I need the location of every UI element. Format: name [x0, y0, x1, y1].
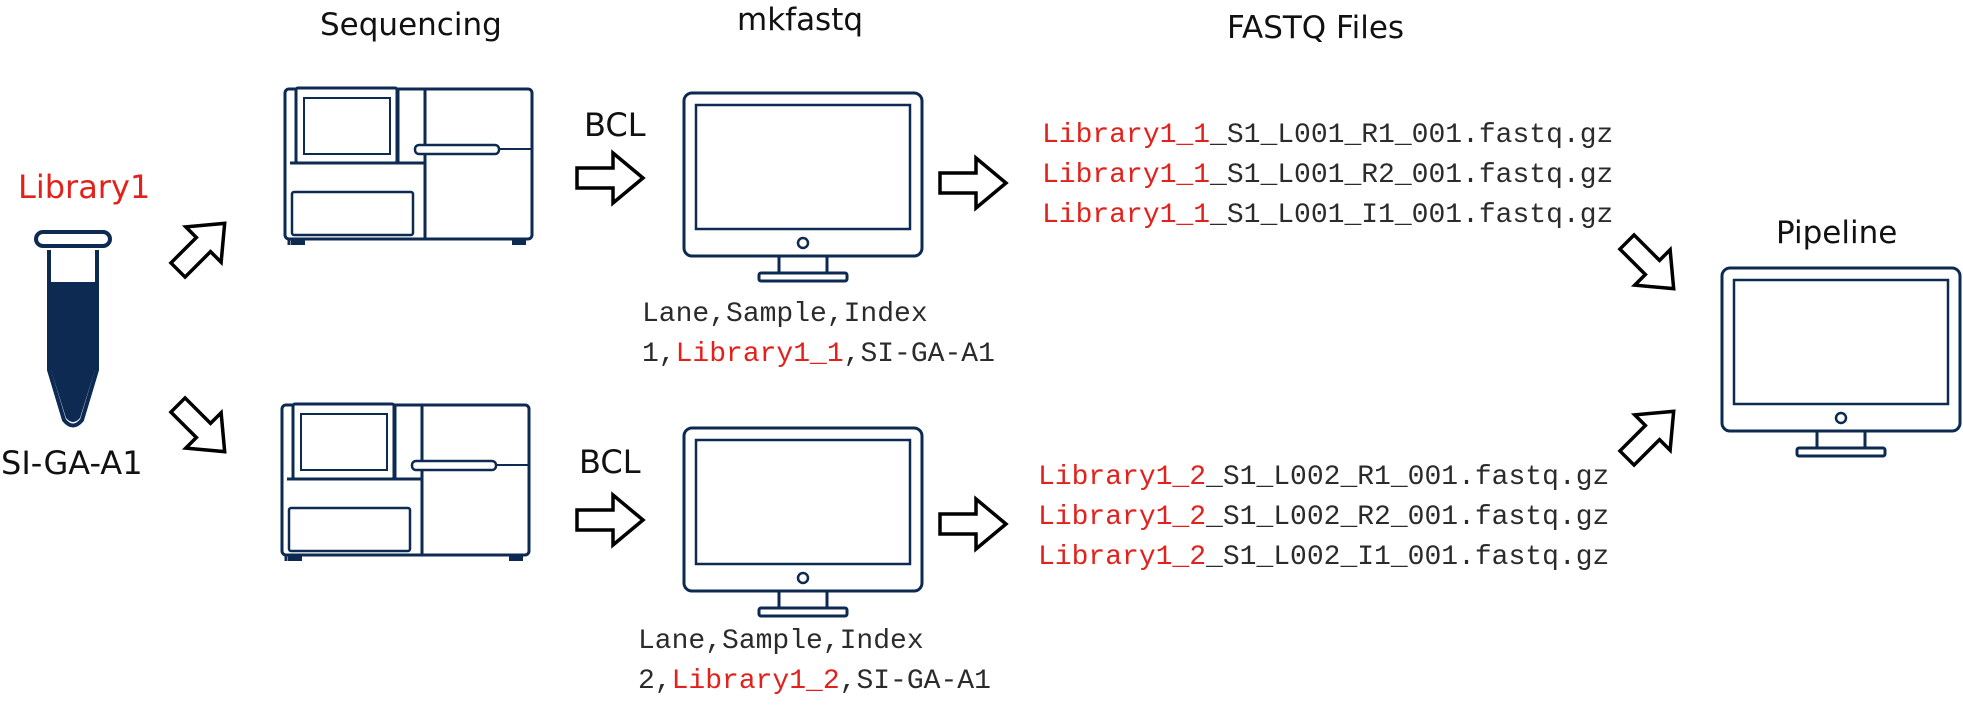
fastq-file-bottom-r1: Library1_2_S1_L002_R1_001.fastq.gz [1038, 464, 1609, 492]
fastq-file-top-r1: Library1_1_S1_L001_R1_001.fastq.gz [1042, 122, 1613, 150]
fastq-sample-name: Library1_1 [1042, 200, 1211, 231]
fastq-sample-name: Library1_2 [1038, 542, 1207, 573]
fastq-file-suffix: _S1_L001_R2_001.fastq.gz [1210, 160, 1614, 191]
library-index-label: SI-GA-A1 [1, 444, 143, 482]
samplesheet-top-row: 1,Library1_1,SI-GA-A1 [642, 341, 995, 369]
samplesheet-bottom-row: 2,Library1_2,SI-GA-A1 [638, 668, 991, 696]
bcl-label-bottom: BCL [579, 443, 641, 481]
samplesheet-top-lane: 1, [642, 339, 676, 370]
fastq-file-top-r2: Library1_1_S1_L001_R2_001.fastq.gz [1042, 162, 1613, 190]
arrow-icon-mkfastq-top [938, 156, 1008, 210]
heading-pipeline: Pipeline [1776, 215, 1898, 251]
monitor-icon-bottom [682, 426, 924, 618]
arrow-icon-tube-to-bottom [158, 385, 245, 472]
monitor-icon-top [682, 91, 924, 283]
fastq-file-suffix: _S1_L002_R2_001.fastq.gz [1206, 502, 1610, 533]
heading-fastq-files: FASTQ Files [1227, 10, 1405, 46]
arrow-icon-fastq-bottom-to-pipeline [1607, 391, 1694, 478]
sequencer-icon-bottom [280, 402, 531, 563]
fastq-file-suffix: _S1_L002_I1_001.fastq.gz [1206, 542, 1610, 573]
fastq-file-suffix: _S1_L002_R1_001.fastq.gz [1206, 462, 1610, 493]
arrow-icon-tube-to-top [158, 203, 245, 290]
sample-tube-icon [34, 230, 112, 428]
arrow-icon-bcl-bottom [575, 493, 645, 547]
heading-sequencing: Sequencing [320, 7, 502, 43]
fastq-sample-name: Library1_1 [1042, 160, 1211, 191]
fastq-file-suffix: _S1_L001_R1_001.fastq.gz [1210, 120, 1614, 151]
samplesheet-top-index: ,SI-GA-A1 [843, 339, 995, 370]
fastq-file-bottom-r2: Library1_2_S1_L002_R2_001.fastq.gz [1038, 504, 1609, 532]
fastq-file-top-i1: Library1_1_S1_L001_I1_001.fastq.gz [1042, 202, 1613, 230]
library-name-label: Library1 [18, 168, 151, 206]
samplesheet-top-sample: Library1_1 [675, 339, 844, 370]
fastq-sample-name: Library1_1 [1042, 120, 1211, 151]
arrow-icon-mkfastq-bottom [938, 497, 1008, 551]
sequencer-icon-top [283, 86, 534, 247]
bcl-label-top: BCL [584, 106, 646, 144]
samplesheet-bottom-header: Lane,Sample,Index [638, 626, 924, 657]
fastq-file-bottom-i1: Library1_2_S1_L002_I1_001.fastq.gz [1038, 544, 1609, 572]
samplesheet-bottom-lane: 2, [638, 666, 672, 697]
samplesheet-bottom-index: ,SI-GA-A1 [839, 666, 991, 697]
samplesheet-bottom-sample: Library1_2 [671, 666, 840, 697]
fastq-sample-name: Library1_2 [1038, 462, 1207, 493]
fastq-sample-name: Library1_2 [1038, 502, 1207, 533]
samplesheet-top-header: Lane,Sample,Index [642, 299, 928, 330]
fastq-file-suffix: _S1_L001_I1_001.fastq.gz [1210, 200, 1614, 231]
arrow-icon-fastq-top-to-pipeline [1607, 222, 1694, 309]
monitor-icon-pipeline [1720, 266, 1962, 458]
arrow-icon-bcl-top [575, 151, 645, 205]
heading-mkfastq: mkfastq [737, 2, 864, 38]
